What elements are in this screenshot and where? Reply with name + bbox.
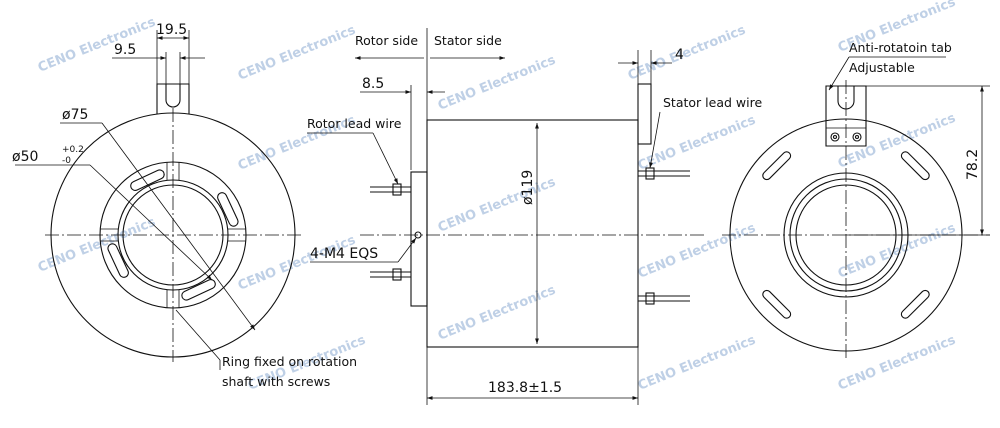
label-anti-rotation-tab: Anti-rotatoin tab <box>849 40 952 55</box>
side-view: Rotor side Stator side 8.5 <box>307 28 762 405</box>
watermark-group: CENO Electronics CENO Electronics CENO E… <box>36 0 958 394</box>
left-slots <box>107 169 239 301</box>
watermark: CENO Electronics <box>436 175 558 236</box>
watermark: CENO Electronics <box>636 221 758 282</box>
watermark: CENO Electronics <box>36 15 158 76</box>
tolerance-lower: -0 <box>62 156 71 166</box>
label-rotor-side: Rotor side <box>355 33 418 48</box>
watermark: CENO Electronics <box>836 221 958 282</box>
side-anti-rotation-tab <box>637 83 652 145</box>
dim-tab-slot: 9.5 <box>114 42 136 58</box>
stator-lead-wires <box>638 167 690 305</box>
right-end-view: Anti-rotatoin tab Adjustable 78.2 <box>722 40 990 360</box>
rotor-lead-wires <box>370 183 411 281</box>
watermark: CENO Electronics <box>436 53 558 114</box>
watermark: CENO Electronics <box>436 283 558 344</box>
watermark: CENO Electronics <box>636 333 758 394</box>
label-stator-lead-wire: Stator lead wire <box>663 95 762 110</box>
label-screws: 4-M4 EQS <box>310 246 378 262</box>
tolerance-upper: +0.2 <box>62 145 84 155</box>
label-stator-side: Stator side <box>434 33 502 48</box>
dim-length: 183.8±1.5 <box>488 380 562 396</box>
rotor-flange <box>410 171 428 307</box>
watermark: CENO Electronics <box>36 215 158 276</box>
dim-outer-diameter: ø75 <box>62 107 88 123</box>
watermark: CENO Electronics <box>236 233 358 294</box>
label-adjustable: Adjustable <box>849 60 915 75</box>
left-end-view: 19.5 9.5 ø75 <box>12 22 357 389</box>
dim-tab-width: 19.5 <box>156 22 187 38</box>
note-ring-line1: Ring fixed on rotation <box>222 354 357 369</box>
dim-bore-diameter: ø50 <box>12 149 38 165</box>
left-tab <box>156 83 190 114</box>
watermark: CENO Electronics <box>626 23 748 84</box>
dim-body-diameter: ø119 <box>520 170 536 205</box>
slip-ring-body <box>426 119 639 348</box>
watermark: CENO Electronics <box>236 23 358 84</box>
dim-tab-thickness: 4 <box>675 47 684 63</box>
dim-tab-height: 78.2 <box>965 149 981 180</box>
note-ring-line2: shaft with screws <box>222 374 330 389</box>
label-rotor-lead-wire: Rotor lead wire <box>307 116 402 131</box>
watermark: CENO Electronics <box>836 111 958 172</box>
right-slots <box>762 151 930 319</box>
dim-flange: 8.5 <box>362 76 384 92</box>
left-screw-slots <box>100 162 246 308</box>
watermark: CENO Electronics <box>836 333 958 394</box>
